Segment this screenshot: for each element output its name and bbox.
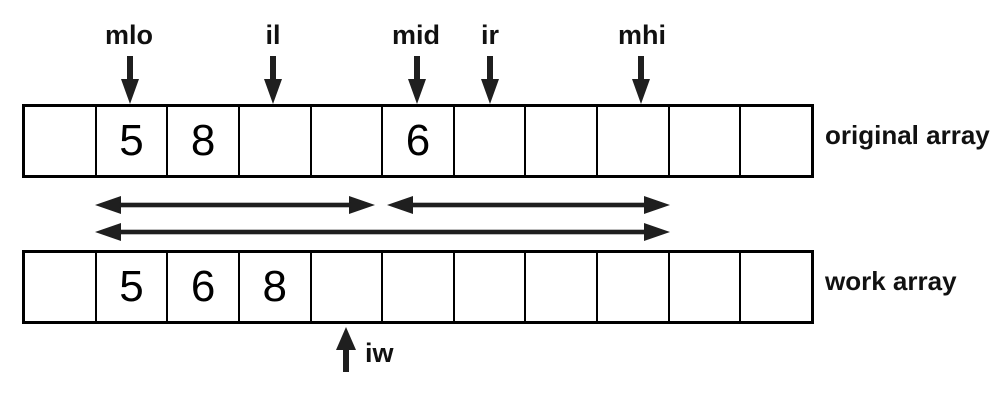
range-arrow-full-merge-icon bbox=[95, 223, 670, 241]
arrow-down-icon-mid bbox=[408, 56, 426, 104]
work-array-cell-2: 6 bbox=[166, 253, 238, 321]
pointer-label-mid: mid bbox=[391, 20, 441, 50]
work-array-cell-0 bbox=[25, 253, 95, 321]
pointer-label-mlo: mlo bbox=[104, 20, 154, 50]
range-arrow-right-run-icon bbox=[387, 196, 670, 214]
original-array-cell-9 bbox=[667, 107, 740, 175]
arrow-up-icon-iw bbox=[336, 327, 356, 372]
work-array-cell-4 bbox=[309, 253, 382, 321]
work-array-cell-5 bbox=[381, 253, 453, 321]
work-array: 5 6 8 bbox=[22, 250, 814, 324]
work-array-cell-1: 5 bbox=[94, 253, 167, 321]
original-array-cell-0 bbox=[25, 107, 95, 175]
work-array-cell-7 bbox=[524, 253, 596, 321]
original-array: 5 8 6 bbox=[22, 104, 814, 178]
original-array-cell-2: 8 bbox=[166, 107, 238, 175]
original-array-cell-3 bbox=[237, 107, 310, 175]
original-array-cell-6 bbox=[452, 107, 525, 175]
work-array-label: work array bbox=[825, 266, 957, 296]
arrow-down-icon-ir bbox=[481, 56, 499, 104]
original-array-cell-10 bbox=[739, 107, 811, 175]
work-array-cell-6 bbox=[452, 253, 525, 321]
pointer-label-il: il bbox=[265, 20, 281, 50]
original-array-cell-1: 5 bbox=[94, 107, 167, 175]
original-array-cell-7 bbox=[524, 107, 596, 175]
arrow-down-icon-mlo bbox=[121, 56, 139, 104]
range-arrow-left-run-icon bbox=[95, 196, 375, 214]
original-array-cell-8 bbox=[596, 107, 668, 175]
arrow-down-icon-il bbox=[264, 56, 282, 104]
pointer-label-iw: iw bbox=[365, 338, 394, 368]
original-array-cell-5: 6 bbox=[381, 107, 453, 175]
arrow-down-icon-mhi bbox=[632, 56, 650, 104]
work-array-cell-3: 8 bbox=[237, 253, 310, 321]
pointer-label-ir: ir bbox=[480, 20, 500, 50]
work-array-cell-10 bbox=[739, 253, 811, 321]
original-array-cell-4 bbox=[309, 107, 382, 175]
original-array-label: original array bbox=[825, 120, 990, 150]
work-array-cell-9 bbox=[667, 253, 740, 321]
work-array-cell-8 bbox=[596, 253, 668, 321]
pointer-label-mhi: mhi bbox=[617, 20, 667, 50]
